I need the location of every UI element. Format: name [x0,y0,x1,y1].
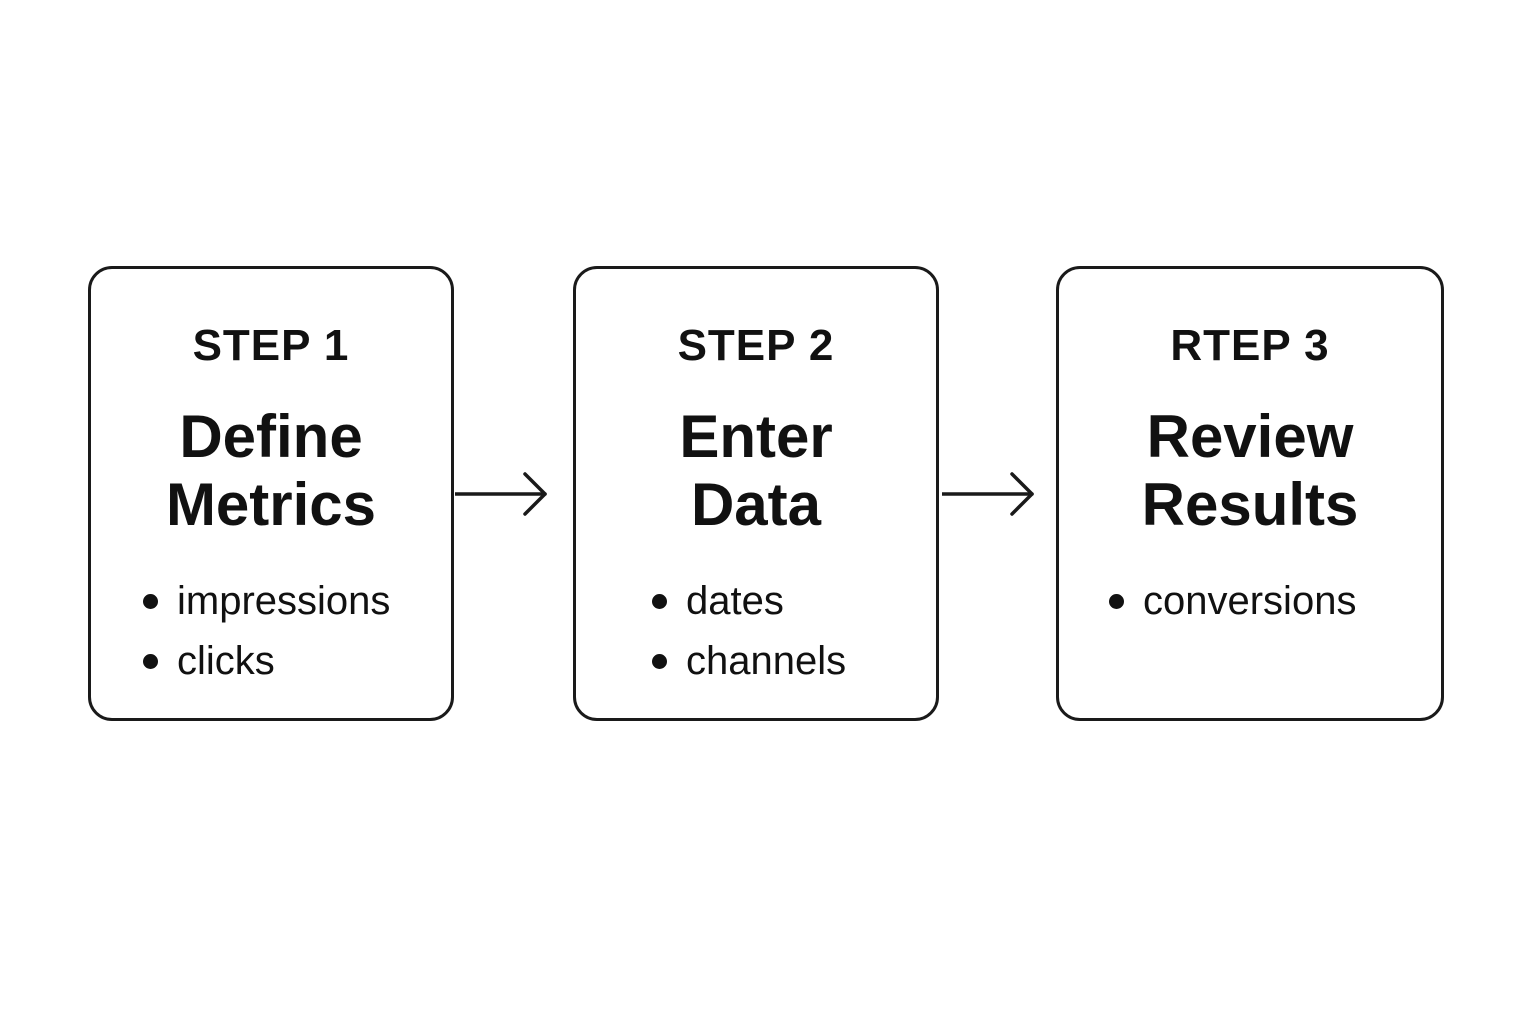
list-item: impressions [143,571,390,631]
step-2-title-line-1: Enter [679,403,833,470]
bullet-icon [652,654,667,669]
step-2-box: STEP 2 Enter Data dates channels [573,266,939,721]
step-2-title-line-2: Data [690,471,822,538]
list-item: conversions [1109,571,1356,631]
step-3-bullet-1: conversions [1143,579,1357,623]
step-2-bullet-2: channels [686,639,847,683]
arrow-right-icon [942,472,1034,516]
step-1-bullet-2: clicks [177,639,275,683]
bullet-icon [652,594,667,609]
step-1-bullet-1: impressions [177,579,391,623]
step-2-label: STEP 2 [677,321,835,370]
list-item: dates [652,571,846,631]
step-1-title-line-2: Metrics [165,471,377,538]
step-3-title-line-1: Review [1146,403,1354,470]
step-2-bullet-list: dates channels [652,571,846,691]
list-item: channels [652,631,846,691]
step-1-label: STEP 1 [192,321,350,370]
bullet-icon [1109,594,1124,609]
step-1-box: STEP 1 Define Metrics impressions clicks [88,266,454,721]
bullet-icon [143,654,158,669]
bullet-icon [143,594,158,609]
step-3-label: RTEP 3 [1170,321,1330,370]
step-3-title: Review Results [1059,403,1441,539]
step-1-bullet-list: impressions clicks [143,571,390,691]
arrow-right-icon [455,472,547,516]
list-item: clicks [143,631,390,691]
step-2-bullet-1: dates [686,579,784,623]
step-2-title: Enter Data [576,403,936,539]
step-1-title: Define Metrics [91,403,451,539]
step-3-title-line-2: Results [1141,471,1359,538]
step-1-title-line-1: Define [179,403,363,470]
step-3-box: RTEP 3 Review Results conversions [1056,266,1444,721]
step-3-bullet-list: conversions [1109,571,1356,631]
